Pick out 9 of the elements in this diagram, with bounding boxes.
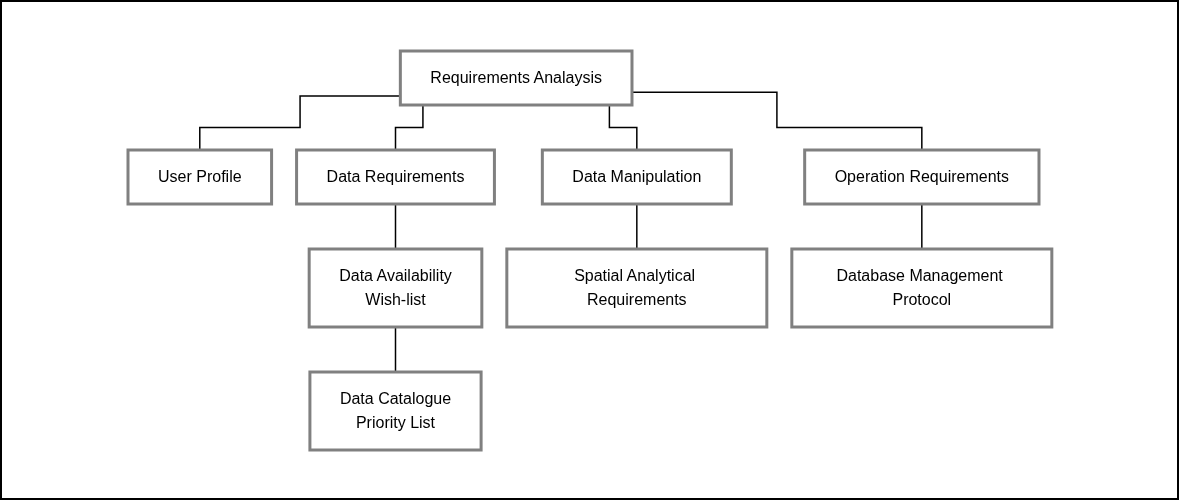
node-box: Operation Requirements	[802, 148, 1041, 205]
node-box: Data Availability Wish-list	[307, 247, 483, 328]
node-box: Spatial Analytical Requirements	[504, 247, 768, 328]
node-box: Data Manipulation	[540, 148, 733, 205]
node-box: User Profile	[126, 148, 273, 205]
node-box: Data Catalogue Priority List	[308, 370, 483, 451]
node-box: Requirements Analaysis	[398, 49, 634, 106]
node-box: Data Requirements	[294, 148, 496, 205]
node-box: Database Management Protocol	[789, 247, 1053, 328]
